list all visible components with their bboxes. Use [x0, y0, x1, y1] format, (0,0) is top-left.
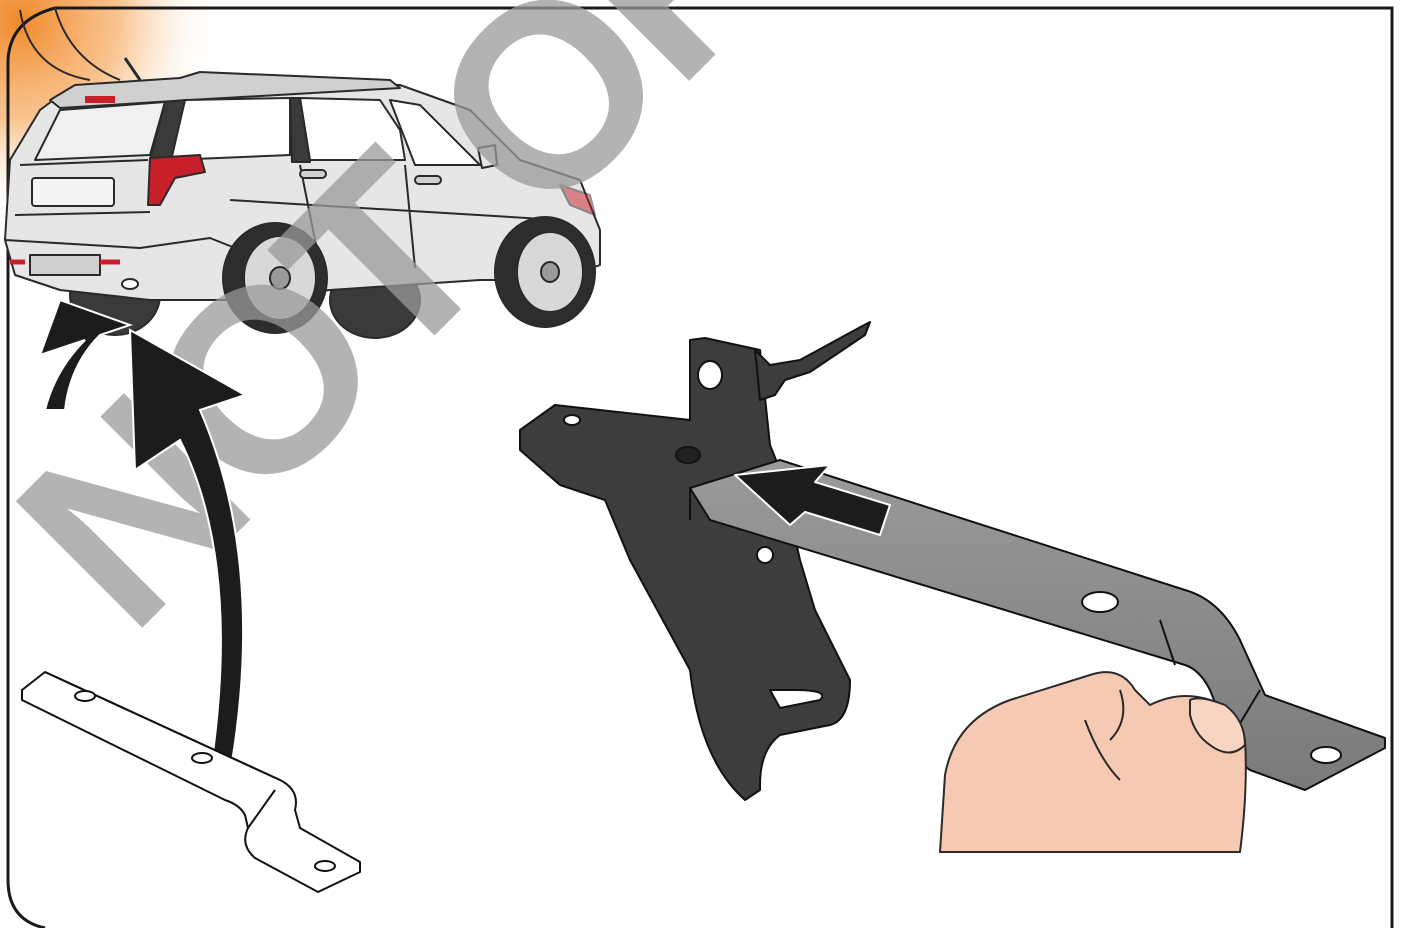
flat-bracket — [22, 672, 360, 892]
hand — [940, 672, 1246, 852]
tow-assembly — [520, 322, 1385, 800]
tow-hook-body — [520, 338, 850, 800]
tow-hook-rod — [755, 322, 870, 400]
